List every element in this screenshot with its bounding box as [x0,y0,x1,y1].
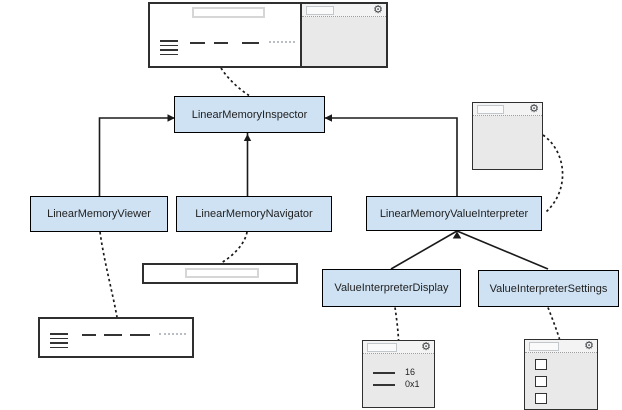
arrowhead-icon [324,114,332,122]
panel-header: ⚙ [473,103,542,116]
panel-header: ⚙ [302,4,386,17]
memory-row-label [160,40,178,42]
edge-valueinterpreter-display [390,230,458,270]
memory-row-label [160,53,178,56]
node-value-interpreter-settings: ValueInterpreterSettings [478,270,619,307]
viewer-ui-mockup [38,317,194,358]
memory-bytes [214,42,228,44]
memory-row-label [160,44,178,47]
gear-icon: ⚙ [584,339,594,352]
memory-row-label [160,49,178,51]
gear-icon: ⚙ [373,3,383,16]
panel-header: ⚙ [525,340,597,353]
memory-row-label [50,333,68,335]
memory-ascii [159,333,186,335]
address-input-mockup [192,7,265,18]
link-viewer-screenshot [99,231,118,318]
memory-bytes [130,334,150,336]
link-screenshot-valueinterpreter [542,134,564,213]
link-settings-screenshot [547,307,561,340]
address-input-mockup [185,268,259,278]
memory-row-label [50,342,68,344]
edge-valueinterpreter-settings [456,230,549,270]
node-linear-memory-inspector: LinearMemoryInspector [174,96,325,133]
edge-inspector-valueinterpreter [324,117,458,196]
checkbox-mockup [535,359,547,370]
memory-row-label [50,337,68,340]
node-linear-memory-value-interpreter: LinearMemoryValueInterpreter [366,196,542,231]
value-interpreter-panel-mockup: ⚙ [472,102,543,170]
display-ui-mockup: ⚙ 16 0x1 [362,340,435,408]
memory-ascii [269,41,295,43]
panel-input-mockup [367,342,397,352]
arrowhead-icon [452,231,462,239]
interpreted-value: 16 [405,367,416,377]
panel-input-mockup [477,104,504,114]
value-type-line [373,384,395,386]
link-screenshot-inspector [220,67,250,97]
checkbox-mockup [535,393,547,404]
memory-bytes [242,42,259,44]
link-navigator-screenshot [220,231,248,264]
node-value-interpreter-display: ValueInterpreterDisplay [322,269,461,307]
interpreter-side-panel: ⚙ [300,4,386,66]
settings-ui-mockup: ⚙ [524,339,598,410]
navigator-ui-mockup [142,263,298,284]
value-type-line [373,372,395,374]
panel-input-mockup [306,5,334,15]
link-display-screenshot [394,307,400,341]
checkbox-mockup [535,376,547,387]
interpreted-value: 0x1 [405,379,420,389]
memory-row-label [50,346,68,349]
node-linear-memory-viewer: LinearMemoryViewer [30,196,168,232]
arrowhead-icon [167,114,175,122]
arrowhead-icon [243,134,252,141]
memory-bytes [104,334,122,336]
gear-icon: ⚙ [421,340,431,353]
inspector-ui-mockup: ⚙ [148,2,388,68]
edge-inspector-viewer [98,117,175,196]
panel-input-mockup [529,341,559,351]
node-linear-memory-navigator: LinearMemoryNavigator [176,196,332,232]
memory-bytes [190,42,205,44]
gear-icon: ⚙ [529,102,539,115]
memory-bytes [82,334,96,336]
panel-header: ⚙ [363,341,434,354]
